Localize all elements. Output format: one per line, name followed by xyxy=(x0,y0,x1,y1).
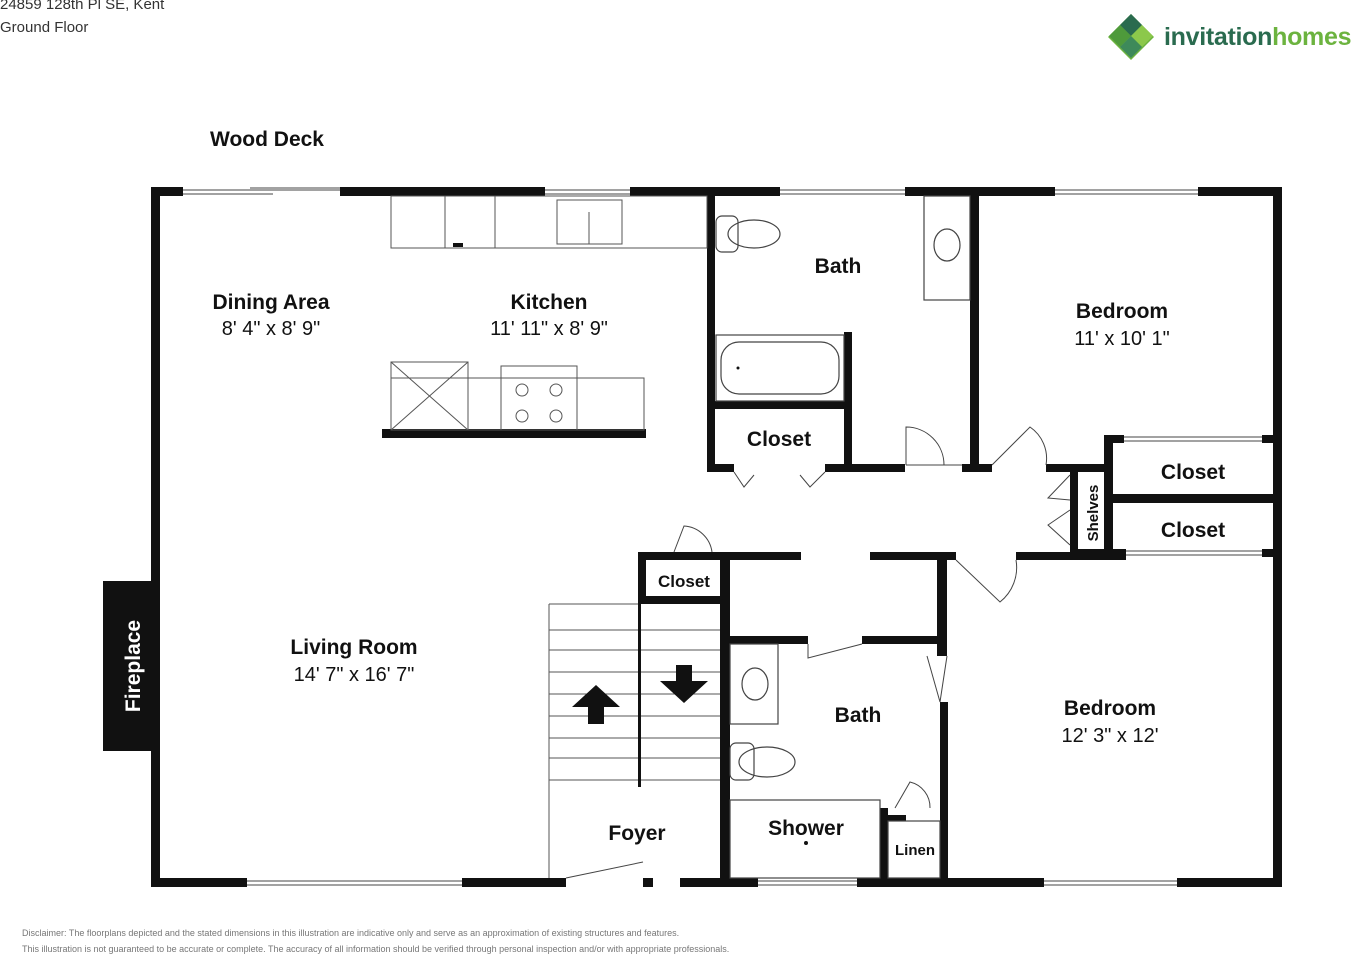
doors xyxy=(565,426,1262,879)
fireplace-block xyxy=(103,581,153,751)
disclaimer-line-1: Disclaimer: The floorplans depicted and … xyxy=(22,928,680,938)
foyer-name: Foyer xyxy=(608,822,665,845)
stairs-down-arrow-icon xyxy=(660,665,708,703)
stairs-up-arrow-icon xyxy=(572,685,620,724)
closet-hall-name: Closet xyxy=(747,428,811,451)
fireplace-label: Fireplace xyxy=(122,620,145,712)
shelves-label: Shelves xyxy=(1085,485,1102,542)
floor-label: Ground Floor xyxy=(0,19,89,36)
windows xyxy=(183,187,1198,886)
living-room-name: Living Room xyxy=(290,636,417,659)
outer-walls xyxy=(151,187,1282,887)
dining-area-name: Dining Area xyxy=(212,291,329,314)
bath-top-name: Bath xyxy=(815,255,862,278)
linen-name: Linen xyxy=(895,842,935,859)
wood-deck-label: Wood Deck xyxy=(210,128,324,151)
shower-name: Shower xyxy=(768,817,844,840)
interior-walls xyxy=(382,187,1282,887)
closet-right2-name: Closet xyxy=(1161,519,1225,542)
living-room-dims: 14' 7" x 16' 7" xyxy=(294,664,415,686)
bath-top-fixtures xyxy=(715,195,971,402)
bedroom-bottom-dims: 12' 3" x 12' xyxy=(1061,725,1158,747)
bedroom-bottom-name: Bedroom xyxy=(1064,697,1156,720)
bedroom-top-name: Bedroom xyxy=(1076,300,1168,323)
closet-right1-name: Closet xyxy=(1161,461,1225,484)
invitation-homes-logo-icon xyxy=(1108,14,1154,60)
brand-logo: invitationhomes xyxy=(1106,12,1352,62)
disclaimer-line-2: This illustration is not guaranteed to b… xyxy=(22,944,730,954)
kitchen-dims: 11' 11" x 8' 9" xyxy=(490,318,608,340)
bath-bottom-name: Bath xyxy=(835,704,882,727)
property-address: 24859 128th Pl SE, Kent xyxy=(0,0,165,13)
dining-area-dims: 8' 4" x 8' 9" xyxy=(222,318,321,340)
kitchen-fixtures xyxy=(390,195,708,431)
bath-bottom-fixtures xyxy=(729,643,941,879)
kitchen-name: Kitchen xyxy=(510,291,587,314)
bedroom-top-dims: 11' x 10' 1" xyxy=(1074,328,1170,350)
closet-small-name: Closet xyxy=(658,572,710,591)
brand-name: invitationhomes xyxy=(1164,22,1352,51)
